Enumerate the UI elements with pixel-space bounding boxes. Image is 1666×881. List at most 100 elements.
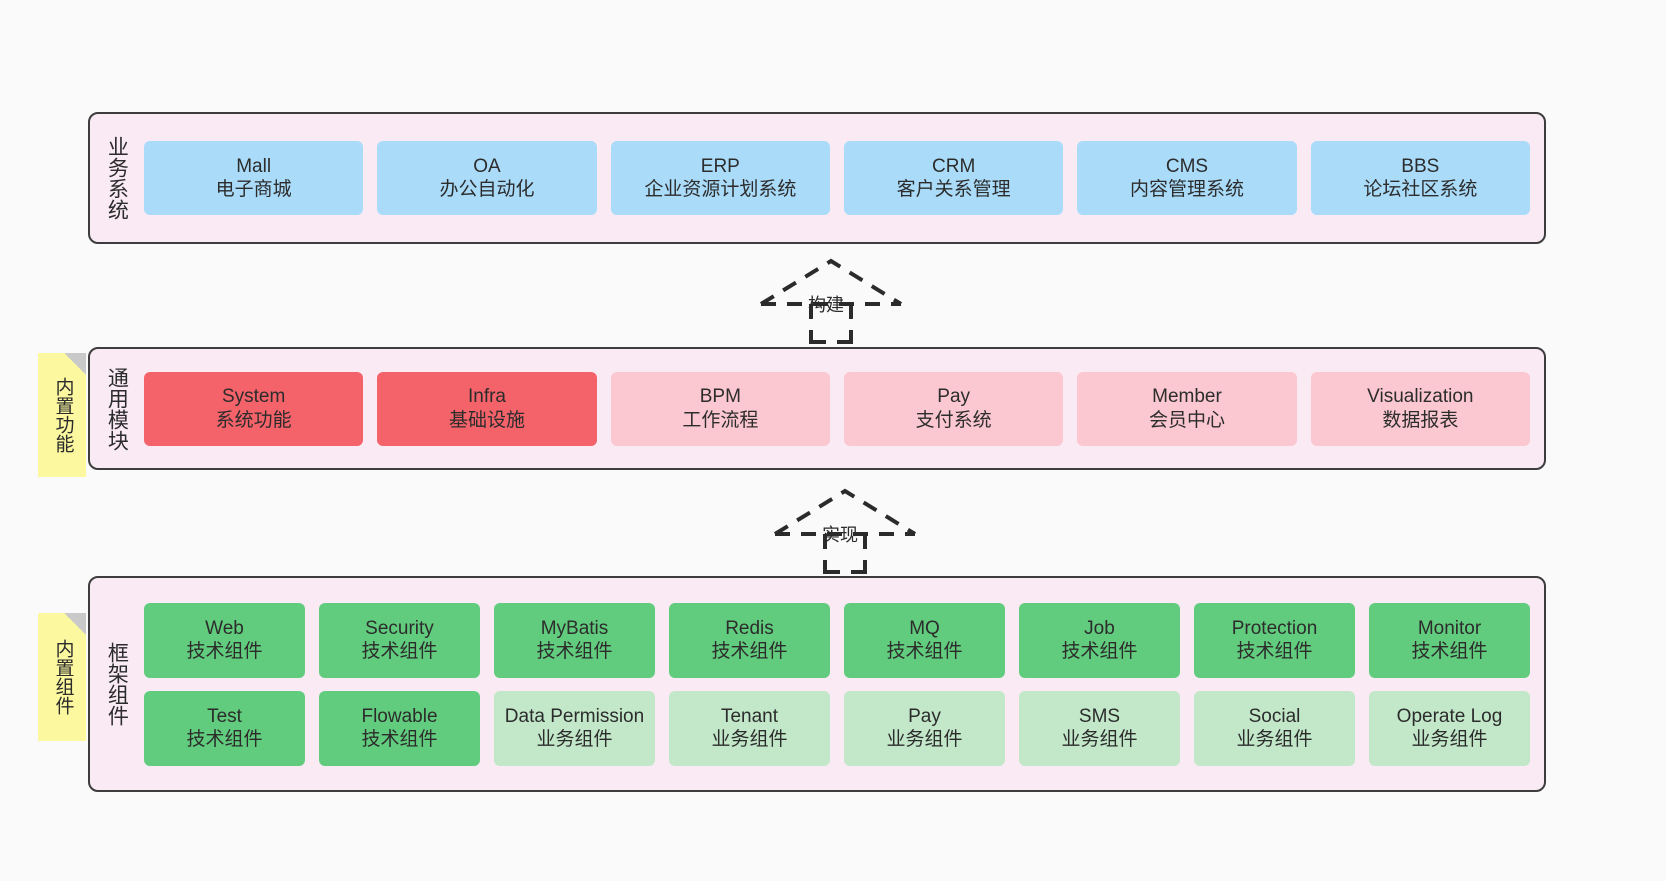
note-builtin-components: 内置组件	[38, 613, 86, 741]
note-builtin-components-text: 内置组件	[52, 639, 74, 715]
card-visualization-subtitle: 数据报表	[1382, 409, 1459, 431]
card-monitor-subtitle: 技术组件	[1411, 641, 1488, 662]
card-sms-subtitle: 业务组件	[1061, 729, 1138, 750]
card-security[interactable]: Security 技术组件	[319, 602, 480, 678]
layer-framework-body: Web 技术组件 Security 技术组件 MyBatis 技术组件 Redi…	[138, 578, 1544, 790]
layer-business-row: Mall 电子商城 OA 办公自动化 ERP 企业资源计划系统 CRM 客户关系…	[144, 141, 1530, 215]
card-system-subtitle: 系统功能	[215, 409, 292, 431]
card-pay-module-title: Pay	[937, 386, 971, 408]
note-builtin-features: 内置功能	[38, 353, 86, 477]
card-security-title: Security	[365, 617, 434, 639]
card-bbs-subtitle: 论坛社区系统	[1363, 179, 1478, 200]
card-pay-component-title: Pay	[908, 705, 941, 727]
card-monitor[interactable]: Monitor 技术组件	[1369, 602, 1530, 678]
card-bpm-subtitle: 工作流程	[682, 409, 759, 431]
card-mq-subtitle: 技术组件	[886, 641, 963, 662]
card-social[interactable]: Social 业务组件	[1194, 690, 1355, 766]
card-mq[interactable]: MQ 技术组件	[844, 602, 1005, 678]
card-social-subtitle: 业务组件	[1236, 729, 1313, 750]
card-cms[interactable]: CMS 内容管理系统	[1077, 141, 1297, 215]
card-web[interactable]: Web 技术组件	[144, 602, 305, 678]
card-tenant-title: Tenant	[720, 705, 779, 727]
card-protection[interactable]: Protection 技术组件	[1194, 602, 1355, 678]
layer-framework-row-business: Test 技术组件 Flowable 技术组件 Data Permission …	[144, 690, 1530, 766]
card-erp[interactable]: ERP 企业资源计划系统	[610, 141, 830, 215]
card-flowable-title: Flowable	[361, 705, 438, 727]
layer-framework-components: 框架组件 Web 技术组件 Security 技术组件 MyBatis 技术组件…	[88, 576, 1546, 792]
card-crm-title: CRM	[932, 155, 976, 177]
connector-implement-label: 实现	[822, 525, 858, 545]
card-system-title: System	[221, 386, 286, 408]
card-bbs[interactable]: BBS 论坛社区系统	[1310, 141, 1530, 215]
card-operate-log-title: Operate Log	[1396, 705, 1503, 727]
card-web-subtitle: 技术组件	[186, 641, 263, 662]
card-test[interactable]: Test 技术组件	[144, 690, 305, 766]
layer-common-body: System 系统功能 Infra 基础设施 BPM 工作流程 Pay 支付系统…	[138, 349, 1544, 468]
layer-business-body: Mall 电子商城 OA 办公自动化 ERP 企业资源计划系统 CRM 客户关系…	[138, 114, 1544, 242]
card-protection-subtitle: 技术组件	[1236, 641, 1313, 662]
card-infra-subtitle: 基础设施	[448, 409, 525, 431]
card-infra[interactable]: Infra 基础设施	[377, 371, 597, 446]
card-cms-subtitle: 内容管理系统	[1129, 179, 1244, 200]
layer-framework-row-tech: Web 技术组件 Security 技术组件 MyBatis 技术组件 Redi…	[144, 602, 1530, 678]
note-builtin-features-text: 内置功能	[52, 377, 74, 453]
card-pay-component[interactable]: Pay 业务组件	[844, 690, 1005, 766]
card-flowable-subtitle: 技术组件	[361, 729, 438, 750]
card-cms-title: CMS	[1165, 155, 1209, 177]
card-crm[interactable]: CRM 客户关系管理	[843, 141, 1064, 215]
card-mybatis-subtitle: 技术组件	[536, 641, 613, 662]
card-member-title: Member	[1152, 386, 1222, 408]
card-system[interactable]: System 系统功能	[144, 371, 364, 446]
layer-common-row: System 系统功能 Infra 基础设施 BPM 工作流程 Pay 支付系统…	[144, 371, 1530, 446]
connector-build-arrow	[756, 256, 906, 344]
card-member[interactable]: Member 会员中心	[1077, 371, 1297, 446]
card-sms[interactable]: SMS 业务组件	[1019, 690, 1180, 766]
card-test-subtitle: 技术组件	[186, 729, 263, 750]
card-security-subtitle: 技术组件	[361, 641, 438, 662]
card-protection-title: Protection	[1231, 617, 1318, 639]
card-mall[interactable]: Mall 电子商城	[144, 141, 364, 215]
note-fold-corner-icon	[64, 353, 86, 375]
card-oa[interactable]: OA 办公自动化	[377, 141, 597, 215]
card-erp-subtitle: 企业资源计划系统	[644, 179, 797, 200]
card-social-title: Social	[1248, 705, 1301, 727]
card-mall-title: Mall	[236, 155, 272, 177]
card-flowable[interactable]: Flowable 技术组件	[319, 690, 480, 766]
card-job-subtitle: 技术组件	[1061, 641, 1138, 662]
card-bpm-title: BPM	[699, 386, 741, 408]
card-tenant-subtitle: 业务组件	[711, 729, 788, 750]
card-monitor-title: Monitor	[1417, 617, 1482, 639]
card-bpm[interactable]: BPM 工作流程	[610, 371, 830, 446]
card-pay-component-subtitle: 业务组件	[886, 729, 963, 750]
layer-common-label: 通用模块	[105, 366, 129, 451]
card-visualization[interactable]: Visualization 数据报表	[1310, 371, 1530, 446]
card-data-permission-title: Data Permission	[504, 705, 645, 727]
card-member-subtitle: 会员中心	[1148, 409, 1225, 431]
card-data-permission[interactable]: Data Permission 业务组件	[494, 690, 655, 766]
card-mall-subtitle: 电子商城	[215, 179, 292, 200]
card-operate-log[interactable]: Operate Log 业务组件	[1369, 690, 1530, 766]
card-mybatis[interactable]: MyBatis 技术组件	[494, 602, 655, 678]
card-pay-module-subtitle: 支付系统	[915, 409, 992, 431]
card-redis-title: Redis	[725, 617, 774, 639]
card-oa-title: OA	[473, 155, 501, 177]
layer-framework-label: 框架组件	[105, 642, 129, 726]
connector-implement-arrow	[770, 486, 920, 574]
card-operate-log-subtitle: 业务组件	[1411, 729, 1488, 750]
layer-business-label: 业务系统	[105, 136, 129, 220]
card-visualization-title: Visualization	[1367, 386, 1474, 408]
card-tenant[interactable]: Tenant 业务组件	[669, 690, 830, 766]
card-redis[interactable]: Redis 技术组件	[669, 602, 830, 678]
note-fold-corner-icon	[64, 613, 86, 635]
card-erp-title: ERP	[700, 155, 740, 177]
card-infra-title: Infra	[467, 386, 506, 408]
card-pay-module[interactable]: Pay 支付系统	[843, 371, 1064, 446]
card-mybatis-title: MyBatis	[540, 617, 609, 639]
layer-business-systems: 业务系统 Mall 电子商城 OA 办公自动化 ERP 企业资源计划系统 CRM…	[88, 112, 1546, 244]
card-job[interactable]: Job 技术组件	[1019, 602, 1180, 678]
card-test-title: Test	[207, 705, 242, 727]
card-crm-subtitle: 客户关系管理	[896, 179, 1011, 200]
card-sms-title: SMS	[1078, 705, 1121, 727]
card-web-title: Web	[205, 617, 244, 639]
card-job-title: Job	[1084, 617, 1115, 639]
